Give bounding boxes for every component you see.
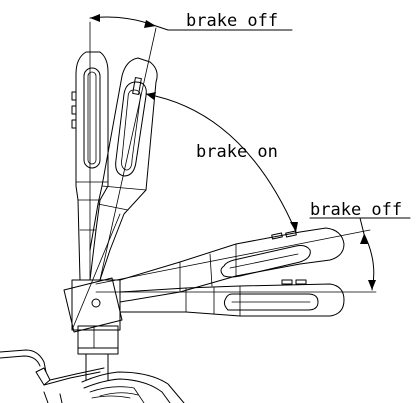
wheel-base (0, 349, 185, 403)
lever-tilted-on (89, 57, 158, 281)
lever-horizontal (119, 279, 345, 317)
label-brake-off-right: brake off (310, 200, 402, 220)
pivot-assembly (63, 277, 123, 333)
lever-angled-off (119, 227, 345, 303)
dimension-arcs (89, 14, 411, 291)
label-brake-off-top: brake off (186, 11, 278, 31)
linkage-lines (71, 21, 377, 331)
pivot-pin-icon (91, 298, 101, 308)
label-brake-on: brake on (196, 142, 278, 162)
